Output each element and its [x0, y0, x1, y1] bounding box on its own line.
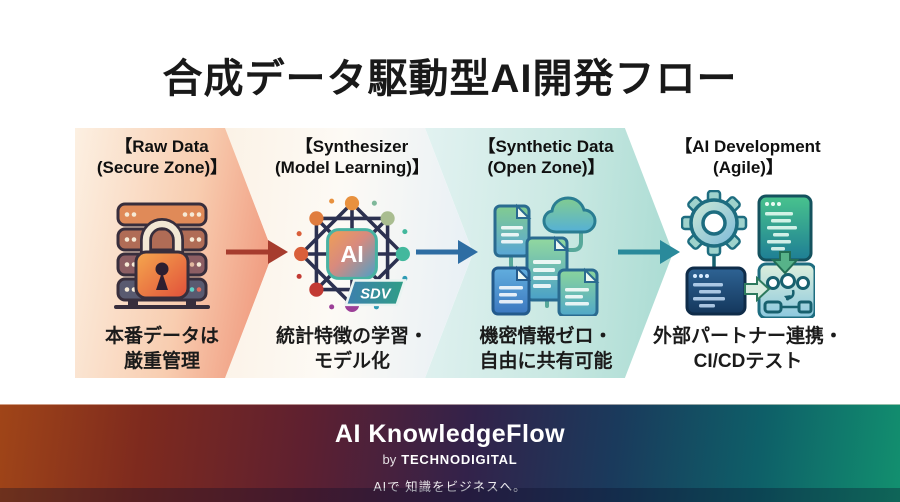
flow-arrow-1-icon	[226, 240, 288, 264]
stage-caption-line2: 自由に共有可能	[479, 351, 613, 373]
stage-caption-line1: 本番データは	[104, 326, 219, 347]
stage-icon-box	[681, 184, 815, 324]
stage-header-line2: (Open Zone)】	[487, 158, 605, 178]
stage-header-line1: 【Synthesizer	[295, 137, 409, 156]
stage-caption-line1: 機密情報ゼロ・	[479, 326, 613, 347]
stage-synthesizer: 【Synthesizer (Model Learning)】	[262, 130, 442, 382]
flow-arrow-3-icon	[618, 240, 680, 264]
stage-header-line1: 【AI Development	[675, 137, 821, 156]
server-lock-icon	[114, 202, 210, 309]
pipeline-window-icon	[757, 262, 815, 318]
flow-arrow-2-icon	[416, 240, 478, 264]
stage-header: 【Synthesizer (Model Learning)】	[275, 136, 429, 184]
stage-header: 【Synthetic Data (Open Zone)】	[478, 136, 613, 184]
stage-caption-line2: 厳重管理	[123, 351, 200, 373]
footer-banner: AI KnowledgeFlow by TECHNODIGITAL AIで 知識を…	[0, 404, 900, 502]
stage-header-line2: (Secure Zone)】	[96, 158, 228, 178]
stage-header: 【AI Development (Agile)】	[675, 136, 820, 184]
ai-network-icon: AI SDV	[294, 196, 410, 312]
byline: by TECHNODIGITAL	[382, 452, 517, 467]
stage-caption-line2: モデル化	[313, 351, 390, 373]
stage-icon-box	[481, 184, 611, 324]
stage-caption: 機密情報ゼロ・ 自由に共有可能	[479, 324, 612, 382]
stage-caption-line1: 外部パートナー連携・	[652, 326, 843, 347]
tagline: AIで 知識をビジネスへ。	[373, 480, 527, 494]
stage-header-line1: 【Raw Data	[115, 137, 209, 156]
byline-company: TECHNODIGITAL	[401, 452, 518, 467]
stage-raw-data: 【Raw Data (Secure Zone)】	[72, 130, 252, 382]
gear-icon	[681, 190, 748, 257]
stage-caption: 統計特徴の学習・ モデル化	[276, 324, 428, 382]
stage-caption: 本番データは 厳重管理	[105, 324, 219, 382]
stage-icon-box: AI SDV	[291, 184, 413, 324]
sdv-badge-label: SDV	[360, 287, 391, 303]
stage-caption-line1: 統計特徴の学習・	[275, 326, 428, 347]
brand-title: AI KnowledgeFlow	[334, 420, 566, 448]
stage-header: 【Raw Data (Secure Zone)】	[97, 136, 227, 184]
code-window-icon	[685, 266, 747, 316]
stage-caption: 外部パートナー連携・ CI/CDテスト	[653, 324, 843, 382]
documents-cloud-icon	[491, 196, 600, 316]
stage-caption-line2: CI/CDテスト	[693, 351, 803, 373]
document-icon	[493, 203, 532, 258]
document-icon	[557, 267, 600, 316]
document-icon	[491, 265, 532, 316]
stage-header-line2: (Agile)】	[713, 158, 783, 178]
byline-prefix: by	[382, 452, 397, 467]
stage-header-line2: (Model Learning)】	[275, 158, 429, 178]
devops-pipeline-icon	[681, 190, 815, 318]
page-title: 合成データ駆動型AI開発フロー	[162, 57, 738, 101]
stage-ai-development: 【AI Development (Agile)】	[648, 130, 848, 382]
stage-synthetic-data: 【Synthetic Data (Open Zone)】	[456, 130, 636, 382]
ai-chip-label: AI	[340, 241, 363, 267]
stage-header-line1: 【Synthetic Data	[478, 137, 614, 156]
stage-icon-box	[106, 184, 218, 324]
code-window-icon	[757, 194, 813, 262]
